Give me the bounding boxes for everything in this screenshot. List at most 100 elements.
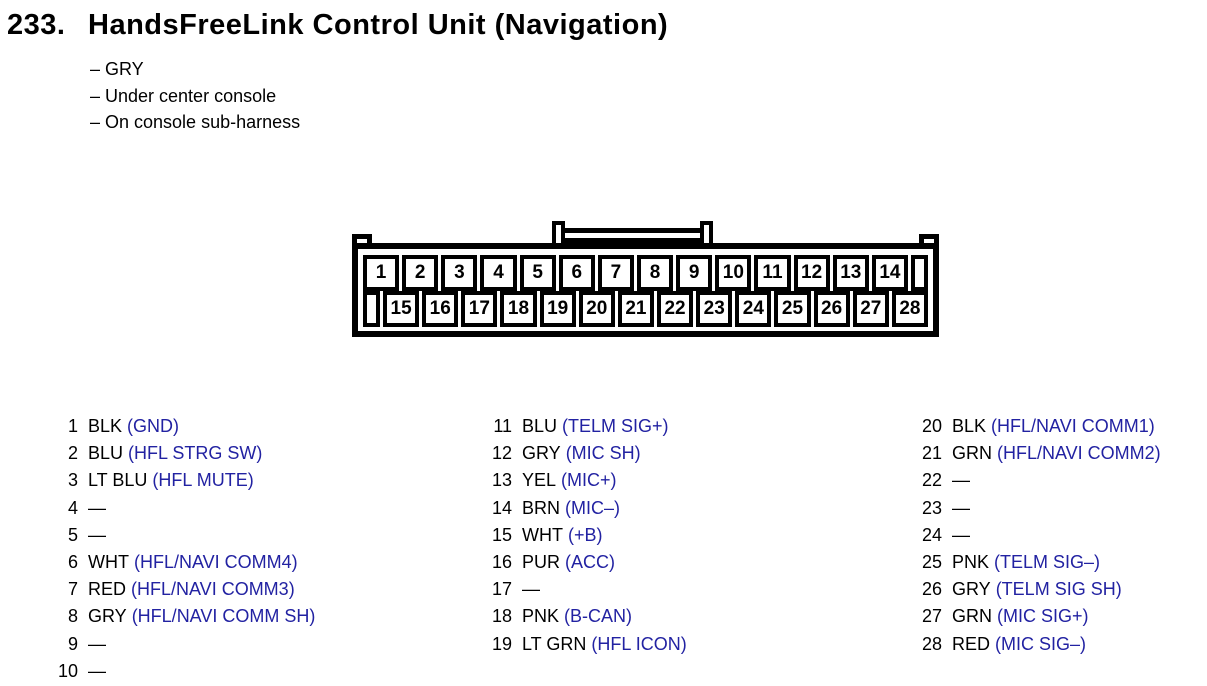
connector-pin-26: 26 xyxy=(813,291,850,327)
wire-color: GRY xyxy=(522,443,561,464)
wire-color: — xyxy=(952,524,970,545)
wire-color: — xyxy=(88,633,106,654)
pin-list-row: 11 BLU(TELM SIG+) xyxy=(484,413,687,440)
pin-list-row: 9— xyxy=(50,631,315,658)
wire-color: WHT xyxy=(522,524,563,545)
pin-signal: (TELM SIG–) xyxy=(994,551,1101,572)
pin-list-row: 10 — xyxy=(50,658,315,685)
pin-number: 16 xyxy=(491,551,512,572)
wire-color: — xyxy=(88,497,106,518)
wire-color: LT GRN xyxy=(522,633,587,654)
pin-number: 28 xyxy=(921,633,942,654)
connector-pin-6: 6 xyxy=(558,255,595,291)
connector-pin-2: 2 xyxy=(402,255,439,291)
pin-list-row: 28 RED(MIC SIG–) xyxy=(914,631,1161,658)
pin-list-row: 22— xyxy=(914,467,1161,494)
pin-list-row: 15 WHT(+B) xyxy=(484,522,687,549)
pin-number: 10 xyxy=(57,660,78,681)
connector-empty-slot xyxy=(910,255,928,291)
wire-color: BLU xyxy=(88,443,124,464)
wire-color: — xyxy=(952,497,970,518)
wire-color: — xyxy=(88,660,106,681)
connector-pin-21: 21 xyxy=(617,291,654,327)
connector-pin-3: 3 xyxy=(441,255,478,291)
connector-pin-28: 28 xyxy=(891,291,928,327)
pin-signal: (MIC SIG–) xyxy=(995,633,1087,654)
wire-color: PNK xyxy=(952,551,990,572)
pin-number: 15 xyxy=(491,524,512,545)
connector-latch-bar xyxy=(558,228,708,243)
pin-number: 19 xyxy=(491,633,512,654)
wire-color: RED xyxy=(952,633,991,654)
pin-signal: (MIC SH) xyxy=(565,443,641,464)
pin-number: 6 xyxy=(67,551,78,572)
connector-pin-16: 16 xyxy=(422,291,459,327)
title-index-number: 233. xyxy=(7,9,66,41)
wire-color: GRN xyxy=(952,606,992,627)
pin-number: 26 xyxy=(921,579,942,600)
wire-color: GRY xyxy=(952,579,991,600)
pin-number: 11 xyxy=(493,416,512,436)
pin-list-row: 5— xyxy=(50,522,315,549)
connector-pin-27: 27 xyxy=(852,291,889,327)
pin-number: 7 xyxy=(67,579,78,600)
page-title: HandsFreeLink Control Unit (Navigation) xyxy=(88,9,669,41)
wire-color: — xyxy=(522,579,540,600)
wire-color: WHT xyxy=(88,551,129,572)
pin-list-row: 23— xyxy=(914,495,1161,522)
pin-number: 24 xyxy=(921,524,942,545)
pin-number: 4 xyxy=(67,497,78,518)
pin-number: 20 xyxy=(921,416,942,436)
connector-pin-15: 15 xyxy=(383,291,420,327)
connector-pin-7: 7 xyxy=(597,255,634,291)
connector-pin-1: 1 xyxy=(363,255,400,291)
pin-list-row: 4— xyxy=(50,495,315,522)
pin-number: 22 xyxy=(921,470,942,491)
connector-pin-24: 24 xyxy=(735,291,772,327)
pin-signal: (+B) xyxy=(567,524,603,545)
pin-signal: (HFL STRG SW) xyxy=(128,443,263,464)
connector-pin-13: 13 xyxy=(832,255,869,291)
wire-color: RED xyxy=(88,579,127,600)
connector-pin-22: 22 xyxy=(656,291,694,327)
pin-number: 13 xyxy=(491,470,512,491)
connector-pin-17: 17 xyxy=(461,291,498,327)
wire-color: BLU xyxy=(522,416,558,436)
pin-number: 8 xyxy=(67,606,78,627)
pin-signal: (HFL/NAVI COMM1) xyxy=(991,416,1155,436)
wire-color: GRN xyxy=(952,443,992,464)
detail-line: – On console sub-harness xyxy=(90,112,301,132)
pin-list-row: 24 — xyxy=(914,522,1161,549)
wire-color: BRN xyxy=(522,497,561,518)
connector-pin-10: 10 xyxy=(715,255,752,291)
pin-signal: (MIC SIG+) xyxy=(997,606,1089,627)
connector-empty-slot xyxy=(363,291,380,327)
pin-list-row: 17— xyxy=(484,576,687,603)
connector-pin-19: 19 xyxy=(539,291,576,327)
wire-color: — xyxy=(88,524,106,545)
pin-number: 3 xyxy=(67,470,78,491)
pin-signal: (TELM SIG+) xyxy=(562,416,669,436)
pin-signal: (HFL/NAVI COMM SH) xyxy=(131,606,316,627)
pin-list-row: 6 WHT(HFL/NAVI COMM4) xyxy=(50,549,315,576)
detail-line: – GRY xyxy=(90,59,144,79)
pin-signal: (HFL/NAVI COMM4) xyxy=(133,551,298,572)
connector-pin-18: 18 xyxy=(500,291,537,327)
details-list: – GRY– Under center console– On console … xyxy=(90,56,300,136)
